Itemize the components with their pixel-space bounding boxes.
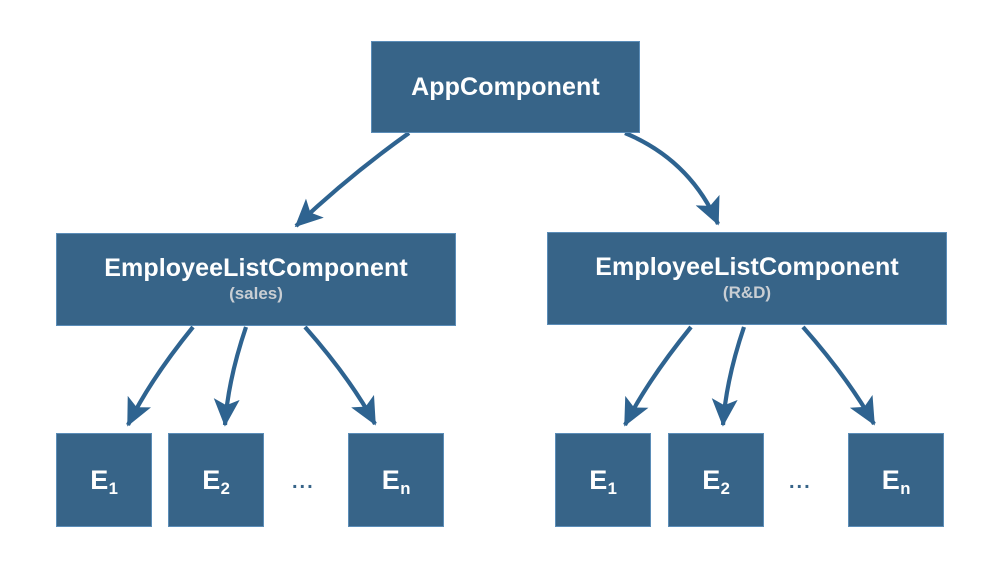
ellipsis-rnd: ... xyxy=(789,471,812,493)
node-employee-list-sales-label: EmployeeListComponent xyxy=(104,254,408,283)
node-employee-sales-1-label: E1 xyxy=(90,464,119,498)
node-employee-sales-1[interactable]: E1 xyxy=(56,433,152,527)
node-employee-rnd-2[interactable]: E2 xyxy=(668,433,764,527)
node-employee-rnd-1-label: E1 xyxy=(589,464,618,498)
edge-rnd-to-e2 xyxy=(711,326,746,427)
edge-app-to-rnd xyxy=(624,131,720,226)
node-employee-sales-2-label: E2 xyxy=(202,464,231,498)
ellipsis-sales: ... xyxy=(292,471,315,493)
node-employee-list-rnd[interactable]: EmployeeListComponent (R&D) xyxy=(547,232,947,325)
edge-sales-to-en xyxy=(303,325,377,426)
node-app-component-label: AppComponent xyxy=(411,72,600,101)
edge-sales-to-e2 xyxy=(213,326,248,427)
node-app-component[interactable]: AppComponent xyxy=(371,41,640,133)
node-employee-sales-2[interactable]: E2 xyxy=(168,433,264,527)
edge-sales-to-e1 xyxy=(126,325,195,427)
node-employee-list-sales-sublabel: (sales) xyxy=(229,284,283,304)
node-employee-sales-n-label: En xyxy=(381,464,411,498)
edge-app-to-sales xyxy=(294,131,411,228)
node-employee-list-rnd-label: EmployeeListComponent xyxy=(595,253,899,282)
edge-rnd-to-en xyxy=(801,325,876,426)
node-employee-rnd-1[interactable]: E1 xyxy=(555,433,651,527)
node-employee-list-rnd-sublabel: (R&D) xyxy=(722,283,772,303)
node-employee-list-sales[interactable]: EmployeeListComponent (sales) xyxy=(56,233,456,326)
node-employee-rnd-2-label: E2 xyxy=(702,464,731,498)
node-employee-rnd-n[interactable]: En xyxy=(848,433,944,527)
node-employee-rnd-n-label: En xyxy=(881,464,911,498)
edge-rnd-to-e1 xyxy=(623,325,693,427)
node-employee-sales-n[interactable]: En xyxy=(348,433,444,527)
